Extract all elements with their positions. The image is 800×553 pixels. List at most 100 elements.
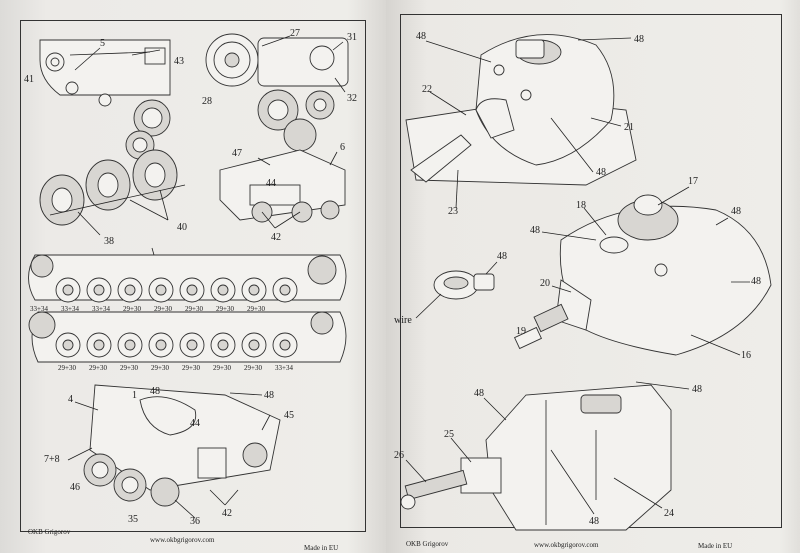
track-part-label: 29+30 (216, 305, 234, 313)
road-wheel-hub (155, 284, 167, 296)
callout-47: 47 (232, 148, 242, 159)
track-run-lower (28, 311, 347, 363)
track-part-label: 33+34 (275, 364, 293, 372)
callout-6: 6 (340, 142, 345, 153)
callout-42-top: 42 (271, 232, 281, 243)
callout-36: 36 (190, 516, 200, 527)
left-footer-url: www.okbgrigorov.com (150, 536, 215, 544)
callout-27: 27 (290, 28, 300, 39)
hull-assembly-drawing (67, 384, 281, 519)
right-page-drawings: 48 48 22 21 23 48 17 18 48 48 48 20 48 1… (394, 31, 772, 531)
track-part-label: 29+30 (151, 364, 169, 372)
callout-48-h: 48 (474, 388, 484, 399)
callout-31: 31 (347, 32, 357, 43)
road-wheel-hub (248, 339, 260, 351)
track-part-label: 29+30 (213, 364, 231, 372)
callout-48-d: 48 (530, 225, 540, 236)
turret-with-gun-drawing (400, 381, 690, 531)
track-part-label: 29+30 (123, 305, 141, 313)
callout-48-e: 48 (731, 206, 741, 217)
left-page-drawings: 41 5 43 27 31 28 32 47 6 44 38 40 42 4 1… (24, 28, 357, 527)
track-part-label: 29+30 (185, 305, 203, 313)
road-wheel-hub (279, 339, 291, 351)
track-part-label: 29+30 (58, 364, 76, 372)
callout-1: 1 (132, 390, 137, 401)
wire-loop-drawing (415, 261, 498, 319)
callout-24: 24 (664, 508, 674, 519)
suspension-front-drawing (39, 39, 171, 160)
callout-18: 18 (576, 200, 586, 211)
callout-19: 19 (516, 326, 526, 337)
track-part-label: 29+30 (247, 305, 265, 313)
callout-42-bottom: 42 (222, 508, 232, 519)
track-part-label: 29+30 (244, 364, 262, 372)
callout-7-8: 7+8 (44, 454, 60, 465)
turret-on-hull-drawing (405, 34, 637, 209)
road-wheel-hub (62, 339, 74, 351)
track-run-upper (28, 247, 347, 303)
callout-35: 35 (128, 514, 138, 525)
callout-20: 20 (540, 278, 550, 289)
callout-45: 45 (284, 410, 294, 421)
callout-46: 46 (70, 482, 80, 493)
roadwheel-exploded-drawing (205, 33, 349, 152)
callout-44-bottom: 44 (190, 418, 200, 429)
callout-48-i: 48 (692, 384, 702, 395)
road-wheel-hub (124, 339, 136, 351)
hull-rear-drawing (219, 149, 346, 229)
callout-wire: wire (394, 315, 412, 326)
callout-43: 43 (174, 56, 184, 67)
callout-16: 16 (741, 350, 751, 361)
callout-48-c: 48 (596, 167, 606, 178)
track-part-label: 33+34 (61, 305, 79, 313)
callout-44-top: 44 (266, 178, 276, 189)
callout-40: 40 (177, 222, 187, 233)
track-part-label: 29+30 (154, 305, 172, 313)
callout-48-f: 48 (751, 276, 761, 287)
callout-48-right: 48 (264, 390, 274, 401)
road-wheel-hub (124, 284, 136, 296)
road-wheel-hub (186, 284, 198, 296)
callout-25: 25 (444, 429, 454, 440)
callout-48: 48 (150, 386, 160, 397)
track-part-label: 29+30 (120, 364, 138, 372)
callout-22: 22 (422, 84, 432, 95)
callout-32: 32 (347, 93, 357, 104)
road-wheel-hub (217, 339, 229, 351)
left-footer-brand: OKB Grigorov (28, 528, 71, 536)
callout-28: 28 (202, 96, 212, 107)
road-wheel-hub (93, 339, 105, 351)
left-instruction-page: 41 5 43 27 31 28 32 47 6 44 38 40 42 4 1… (0, 0, 386, 553)
road-wheel-hub (93, 284, 105, 296)
callout-5: 5 (100, 38, 105, 49)
right-footer-url: www.okbgrigorov.com (534, 541, 599, 549)
callout-48-g: 48 (497, 251, 507, 262)
track-part-label: 33+34 (92, 305, 110, 313)
track-part-label: 29+30 (89, 364, 107, 372)
callout-41: 41 (24, 74, 34, 85)
track-part-label: 33+34 (30, 305, 48, 313)
road-wheel-hub (186, 339, 198, 351)
callout-38: 38 (104, 236, 114, 247)
turret-detail-drawing (513, 186, 772, 356)
right-footer-made: Made in EU (698, 542, 733, 550)
road-wheel-hub (279, 284, 291, 296)
callout-23: 23 (448, 206, 458, 217)
right-instruction-page: 48 48 22 21 23 48 17 18 48 48 48 20 48 1… (386, 0, 800, 553)
callout-26: 26 (394, 450, 404, 461)
road-wheel-hub (217, 284, 229, 296)
track-part-label: 29+30 (182, 364, 200, 372)
road-wheel-hub (62, 284, 74, 296)
callout-17: 17 (688, 176, 698, 187)
left-page-border (20, 20, 366, 532)
callout-48-b: 48 (634, 34, 644, 45)
roadwheel-row-drawing (39, 149, 186, 236)
callout-48-a: 48 (416, 31, 426, 42)
road-wheel-hub (155, 339, 167, 351)
road-wheel-hub (248, 284, 260, 296)
left-footer-made: Made in EU (304, 544, 339, 552)
callout-21: 21 (624, 122, 634, 133)
right-footer-brand: OKB Grigorov (406, 540, 449, 548)
callout-4: 4 (68, 394, 73, 405)
callout-48-j: 48 (589, 516, 599, 527)
